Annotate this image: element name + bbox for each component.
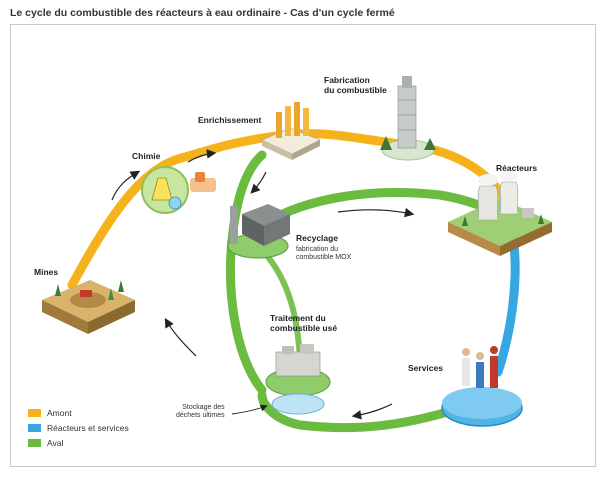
legend-swatch-reacteurs-services (28, 423, 41, 432)
legend-label-reacteurs-services: Réacteurs et services (47, 422, 129, 433)
arrow-mines-chimie (111, 170, 141, 201)
aval-lower-path (257, 390, 475, 433)
diagram-title: Le cycle du combustible des réacteurs à … (10, 7, 395, 19)
legend-item-amont: Amont (28, 405, 129, 420)
arrow-recyclage-reacteurs (337, 207, 415, 218)
label-reacteurs: Réacteurs (496, 163, 538, 173)
label-chimie: Chimie (132, 151, 161, 161)
legend-swatch-aval (28, 438, 41, 447)
legend: Amont Réacteurs et services Aval (28, 405, 129, 450)
chimie-illustration (141, 166, 216, 214)
label-fabrication: Fabrication du combustible (324, 75, 387, 95)
label-enrichissement: Enrichissement (198, 115, 262, 125)
aval-left-path (225, 150, 267, 395)
enrichissement-illustration (261, 102, 321, 160)
recyclage-illustration (227, 204, 290, 259)
arrow-enrichissement-recyclage (250, 171, 267, 194)
label-recyclage-sub: fabrication du combustible MOX (296, 246, 352, 262)
label-mines: Mines (34, 267, 59, 277)
label-traitement: Traitement du combustible usé (270, 313, 338, 333)
label-recyclage: Recyclage (296, 233, 339, 243)
arrow-traitement-mines (164, 317, 197, 357)
arrow-services-traitement (351, 403, 393, 420)
fabrication-illustration (380, 76, 436, 161)
legend-item-aval: Aval (28, 435, 129, 450)
diagram-frame (10, 24, 596, 467)
aval-traitement-recyclage-path (259, 247, 303, 363)
label-stockage: Stockage des déchets ultimes (176, 404, 225, 420)
legend-item-reacteurs-services: Réacteurs et services (28, 420, 129, 435)
label-services: Services (408, 363, 443, 373)
reacteurs-illustration (448, 171, 552, 256)
legend-label-amont: Amont (47, 407, 72, 418)
legend-swatch-amont (28, 408, 41, 417)
legend-label-aval: Aval (47, 437, 64, 448)
mines-illustration (42, 280, 135, 334)
arrow-chimie-enrichissement (187, 149, 217, 163)
traitement-illustration (265, 344, 331, 415)
arrow-stockage (231, 404, 268, 415)
services-illustration (441, 346, 523, 427)
